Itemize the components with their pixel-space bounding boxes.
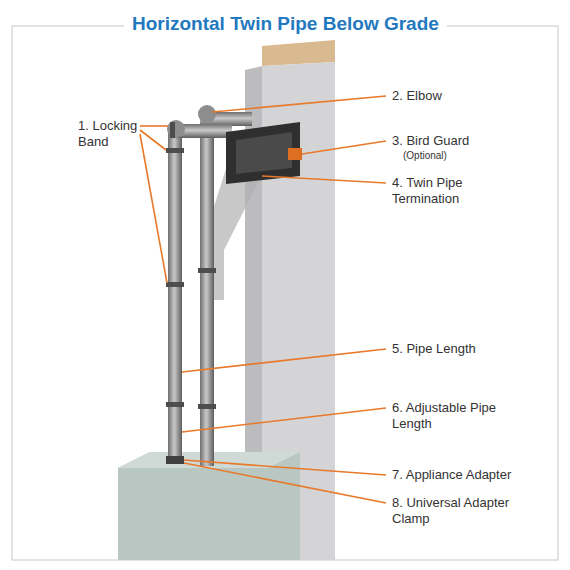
leader-line (140, 130, 166, 150)
rear-band (198, 268, 216, 273)
part-label: 1. Locking Band (78, 118, 140, 150)
leader-line (182, 349, 386, 372)
leader-line (184, 463, 386, 503)
leader-line (184, 460, 386, 475)
leader-lines (140, 96, 386, 503)
title: Horizontal Twin Pipe Below Grade (124, 13, 447, 35)
front-pipe (168, 132, 182, 464)
leader-line (182, 408, 386, 432)
leader-line (212, 96, 386, 112)
frame (12, 26, 558, 560)
part-label: 6. Adjustable Pipe Length (392, 400, 502, 432)
leader-line (262, 176, 386, 183)
leader-line (140, 134, 167, 283)
bird-guard (288, 148, 302, 160)
note: (Optional) (403, 149, 553, 162)
beam (262, 40, 335, 66)
part-label: 4. Twin Pipe Termination (392, 175, 504, 207)
elbow-band (170, 122, 175, 138)
rear-elbow (198, 105, 216, 123)
rear-pipe (200, 122, 214, 466)
part-label: 5. Pipe Length (392, 341, 552, 357)
front-band (166, 148, 184, 153)
adapter-clamp (166, 456, 184, 464)
rear-band (198, 404, 216, 409)
part-label: 7. Appliance Adapter (392, 467, 552, 483)
front-elbow (167, 120, 185, 138)
leader-line (302, 141, 386, 154)
leader-line (140, 125, 168, 127)
front-band (166, 402, 184, 407)
part-label: 8. Universal Adapter Clamp (392, 495, 512, 527)
termination-body (236, 132, 292, 174)
part-label: 2. Elbow (392, 88, 552, 104)
front-band (166, 282, 184, 287)
part-label: 3. Bird Guard (392, 133, 552, 149)
